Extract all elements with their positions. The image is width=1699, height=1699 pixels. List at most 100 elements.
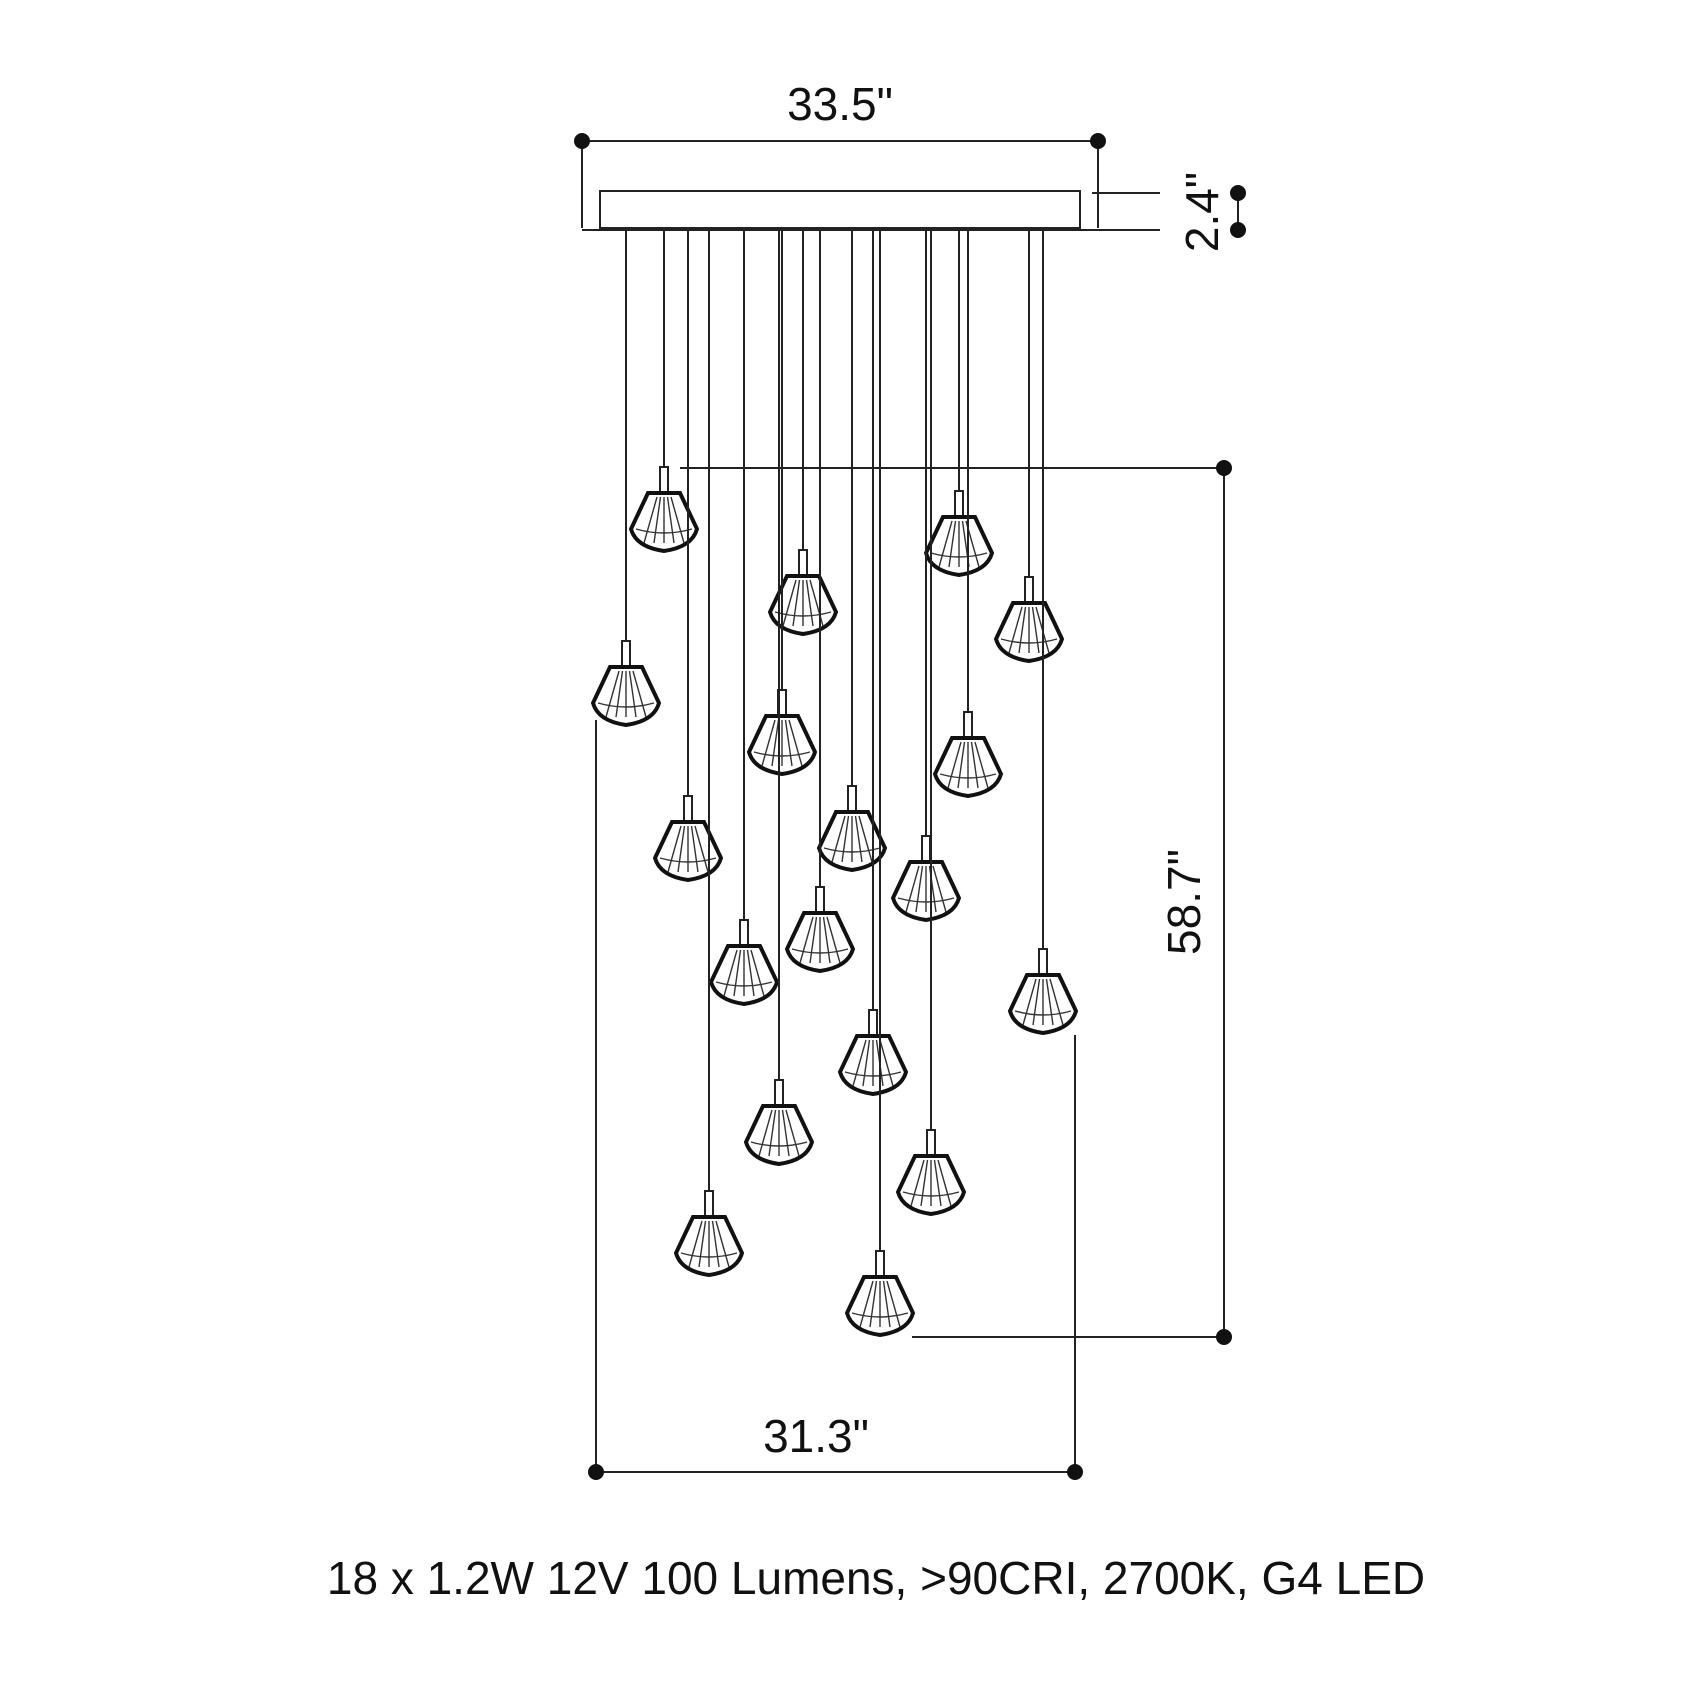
pendant-shade-rib <box>910 1159 925 1207</box>
pendant-socket <box>704 1190 714 1218</box>
pendant-shade-rib <box>694 825 709 873</box>
pendant-shade-rib <box>723 949 738 997</box>
spread-width-dimension: 31.3" <box>588 720 1083 1480</box>
pendant-shade-rib <box>882 1280 891 1328</box>
pendant-shade-rib <box>809 916 818 964</box>
pendant-shade-rib <box>948 520 957 568</box>
pendant <box>784 230 856 974</box>
pendant-shade-rib <box>782 579 797 627</box>
pendant-shade-rib <box>1032 978 1041 1026</box>
pendant-shade-rib <box>1049 978 1064 1026</box>
pendant-shade-rib <box>805 579 814 627</box>
pendant-shade-rib <box>670 496 685 544</box>
drop-height-dot-top <box>1216 460 1232 476</box>
pendant-socket <box>954 490 964 518</box>
pendant-shade-rib <box>666 496 675 544</box>
pendant-shade-rib <box>826 916 841 964</box>
pendant-shade-rib <box>879 1039 894 1087</box>
canopy-width-label: 33.5" <box>787 78 893 130</box>
pendant-socket <box>847 785 857 813</box>
pendant <box>590 230 662 728</box>
pendant-shade-rib <box>854 815 863 863</box>
pendant-shade-rib <box>862 1039 871 1087</box>
pendant-shade-rib <box>688 1220 703 1268</box>
pendant-shade-rib <box>643 496 658 544</box>
pendant-shade-rib <box>905 865 920 913</box>
pendant-shade-rib <box>605 670 620 718</box>
pendant <box>837 230 909 1097</box>
spread-dot-left <box>588 1464 604 1480</box>
canopy-height-label: 2.4" <box>1176 172 1228 252</box>
pendant-shade-rib <box>711 1220 720 1268</box>
pendant-shade-rib <box>1045 978 1054 1026</box>
pendant-socket <box>659 466 669 494</box>
pendant-shade-rib <box>698 1220 707 1268</box>
pendant-socket <box>921 835 931 863</box>
pendant <box>923 230 995 578</box>
pendant-socket <box>926 1129 936 1157</box>
drop-height-dot-bottom <box>1216 1329 1232 1345</box>
canopy-width-dot-right <box>1090 133 1106 149</box>
pendant-socket <box>739 919 749 947</box>
pendant-shade-rib <box>768 1109 777 1157</box>
pendant-shade-rib <box>938 520 953 568</box>
canopy-width-dot-left <box>574 133 590 149</box>
pendant-shade-rib <box>758 1109 773 1157</box>
pendant-shade-rib <box>920 1159 929 1207</box>
pendant <box>895 230 967 1217</box>
spread-width-label: 31.3" <box>763 1410 869 1462</box>
pendant-shade-rib <box>957 741 966 789</box>
pendant <box>993 230 1065 664</box>
pendant-shade-rib <box>1018 606 1027 654</box>
pendant-shade-rib <box>831 815 846 863</box>
pendant-socket <box>621 640 631 668</box>
pendant <box>844 230 916 1338</box>
pendant-shade-rib <box>974 741 989 789</box>
pendant-shade-rib <box>822 916 831 964</box>
pendant-shade-rib <box>632 670 647 718</box>
canopy-plate <box>599 190 1081 229</box>
pendant-shade-rib <box>750 949 765 997</box>
pendant-shade-rib <box>677 825 686 873</box>
pendant <box>673 230 745 1278</box>
pendant-socket <box>774 1079 784 1107</box>
pendant-shade-rib <box>970 741 979 789</box>
pendant-shade-rib <box>841 815 850 863</box>
pendant-shade-rib <box>785 1109 800 1157</box>
pendant <box>743 230 815 1167</box>
pendant-socket <box>1024 576 1034 604</box>
pendant-shade-rib <box>859 1280 874 1328</box>
pendant-shade-rib <box>1022 978 1037 1026</box>
pendant-shade-rib <box>869 1280 878 1328</box>
pendant-shade-rib <box>715 1220 730 1268</box>
drop-height-label: 58.7" <box>1158 849 1210 955</box>
pendant-shade-rib <box>667 825 682 873</box>
pendant-shade-rib <box>690 825 699 873</box>
pendants <box>590 230 1079 1338</box>
pendant-socket <box>875 1250 885 1278</box>
pendant-socket <box>683 795 693 823</box>
pendant-shade-rib <box>858 815 873 863</box>
pendant-shade-rib <box>771 719 780 767</box>
drop-height-dimension: 58.7" <box>680 460 1232 1345</box>
pendant <box>628 230 700 554</box>
pendant-shade-rib <box>915 865 924 913</box>
canopy-height-dot-top <box>1230 185 1246 201</box>
pendant <box>1007 230 1079 1036</box>
pendant-shade-rib <box>784 719 793 767</box>
pendant-shade-rib <box>932 865 947 913</box>
pendant-shade-rib <box>1008 606 1023 654</box>
pendant-shade-rib <box>1031 606 1040 654</box>
pendant <box>746 230 818 777</box>
pendant-socket <box>798 549 808 577</box>
pendant-shade-rib <box>628 670 637 718</box>
canopy-height-dimension: 2.4" <box>1092 172 1246 252</box>
pendant <box>816 230 888 873</box>
pendant-shade-rib <box>792 579 801 627</box>
pendant <box>932 230 1004 799</box>
pendant <box>652 230 724 883</box>
pendant-shade-rib <box>886 1280 901 1328</box>
pendant-shade-rib <box>933 1159 942 1207</box>
canopy <box>582 190 1100 231</box>
